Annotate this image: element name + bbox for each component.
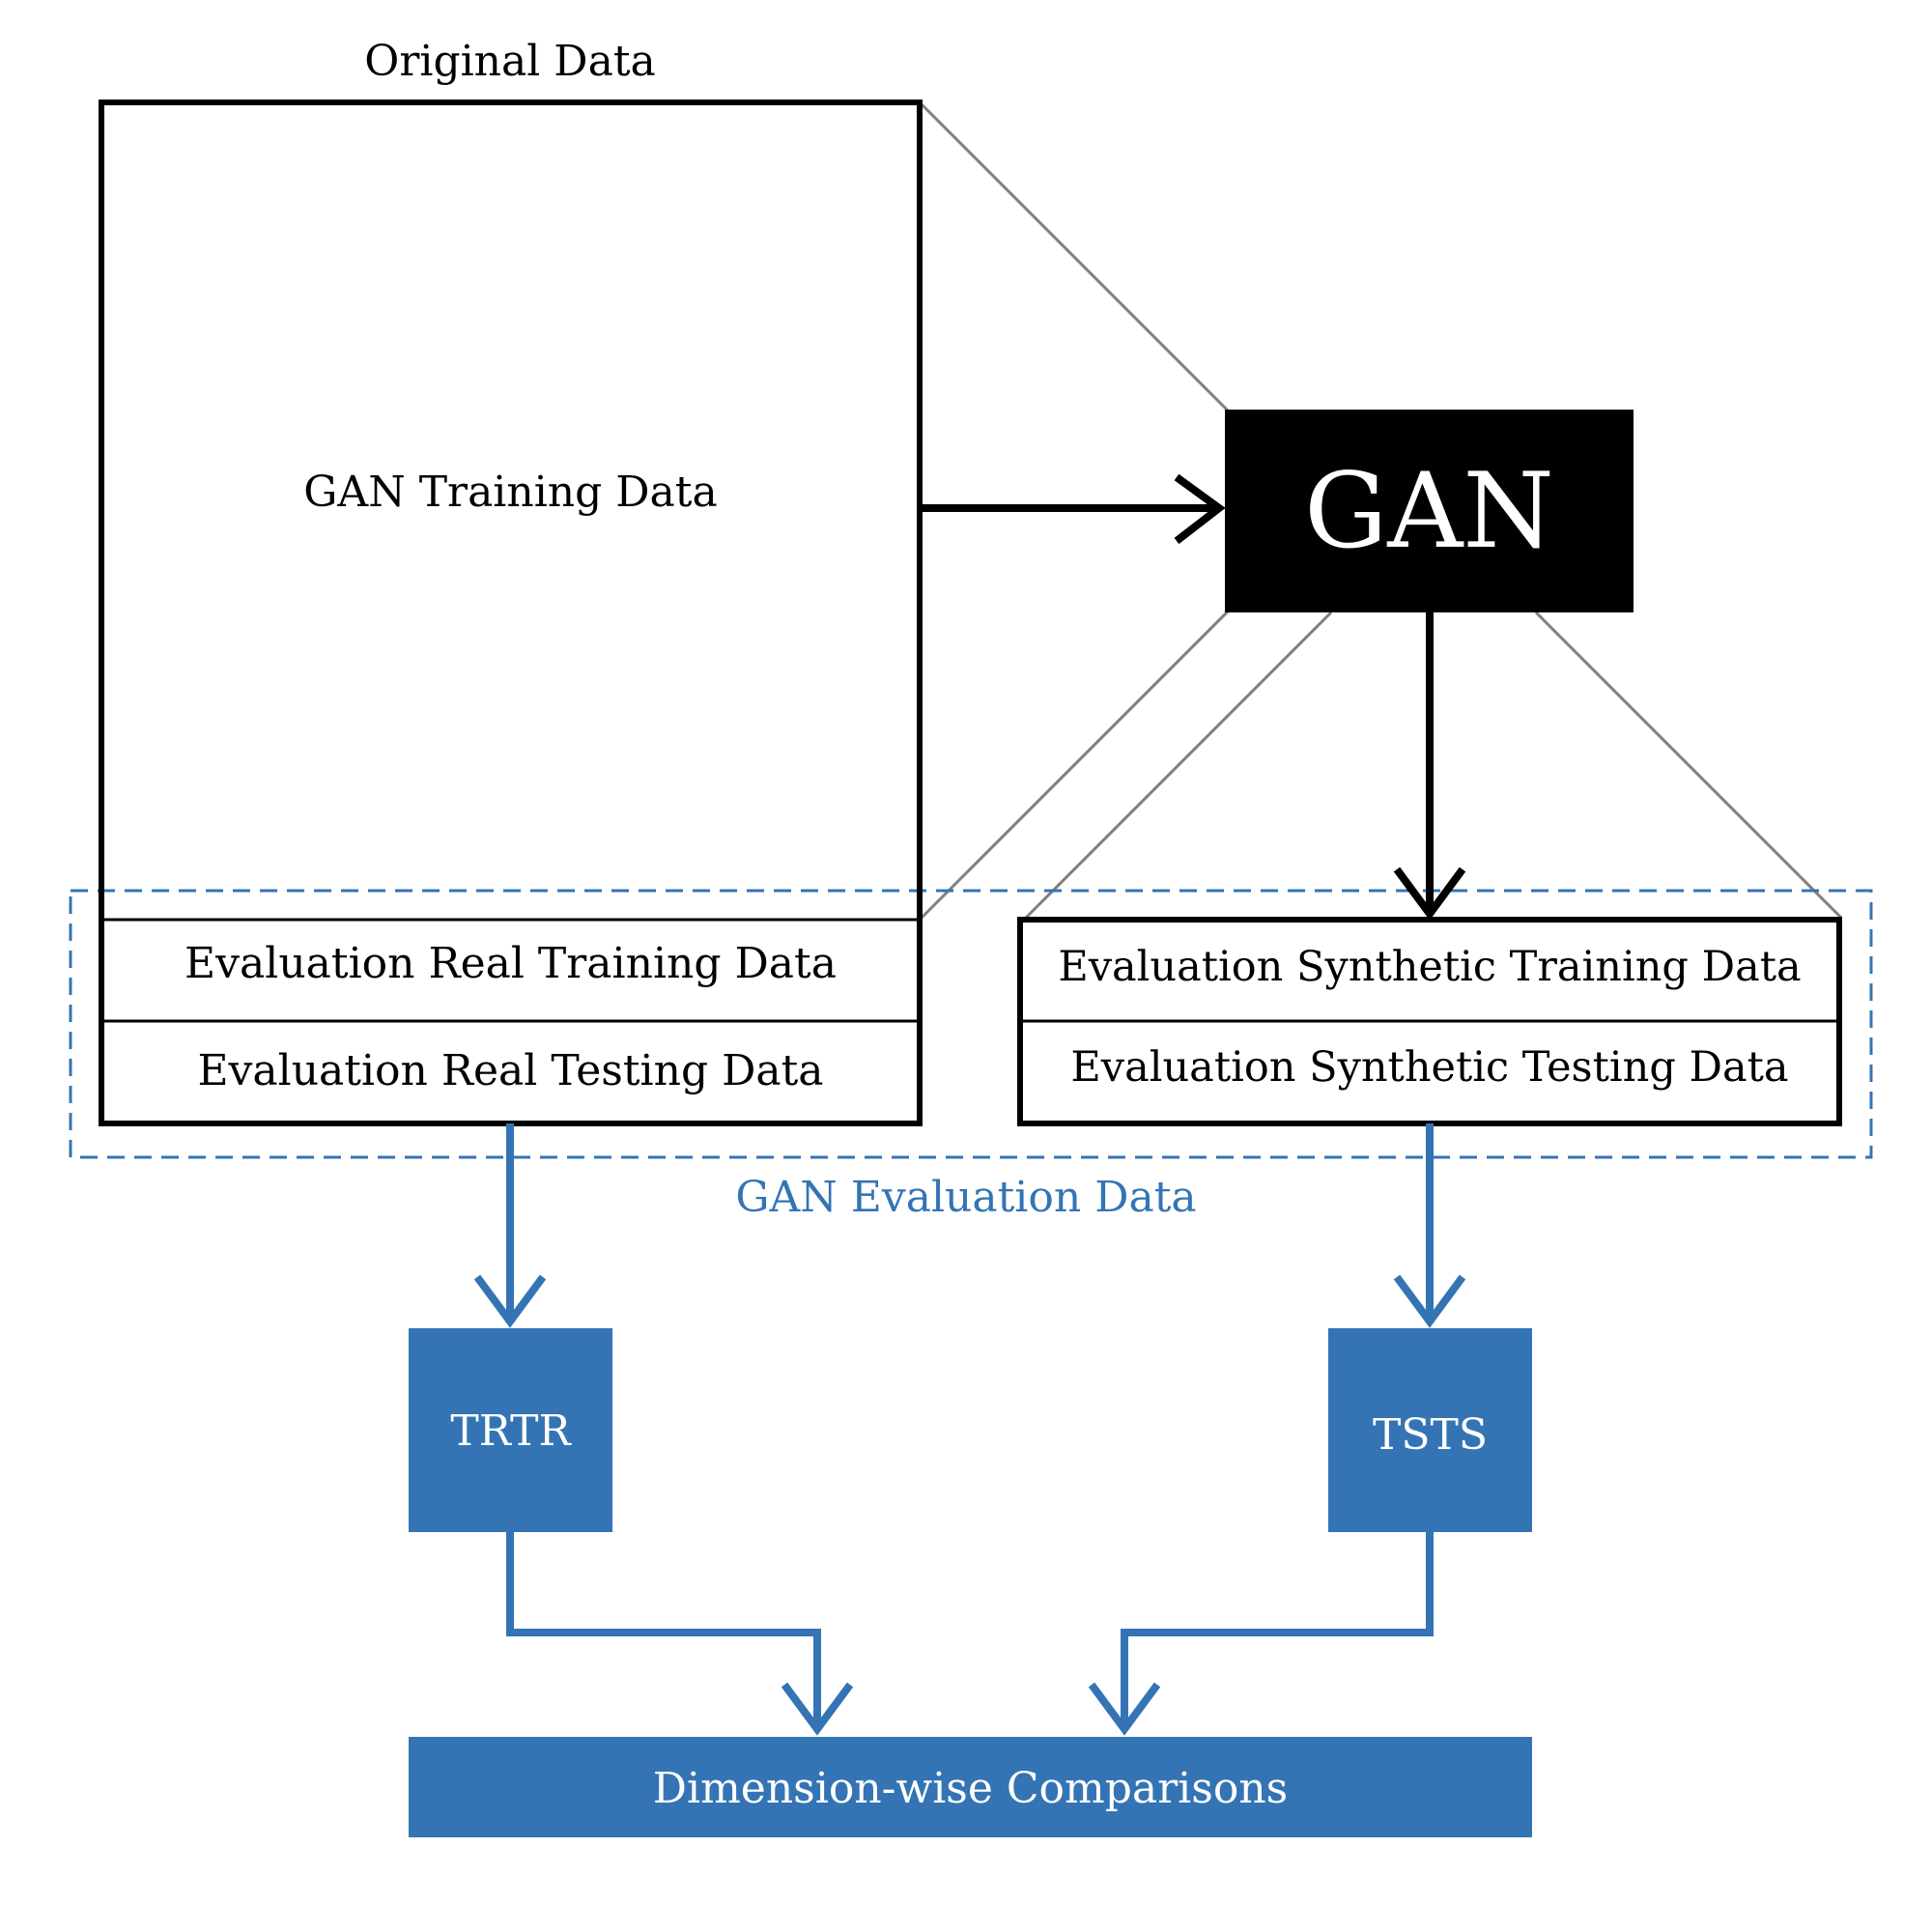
comparisons-box xyxy=(409,1737,1532,1837)
original-data-title: Original Data xyxy=(364,37,656,86)
gan-box xyxy=(1225,410,1634,612)
gan-training-data-label: GAN Training Data xyxy=(303,468,718,517)
connector-line-top xyxy=(918,100,1231,413)
connector-line-synth-left xyxy=(1022,611,1333,922)
connector-line-synth-right xyxy=(1534,611,1843,920)
gan-evaluation-data-label: GAN Evaluation Data xyxy=(735,1173,1197,1222)
gan-evaluation-region xyxy=(69,889,1873,1159)
arrow-head-tsts-comparisons xyxy=(1088,1682,1161,1736)
arrow-tsts-to-comparisons xyxy=(1121,1532,1434,1729)
gan-label: GAN xyxy=(1304,451,1554,572)
arrow-head-to-tsts xyxy=(1393,1274,1466,1328)
dimension-wise-comparisons-label: Dimension-wise Comparisons xyxy=(652,1764,1289,1813)
eval-synth-testing-label: Evaluation Synthetic Testing Data xyxy=(1070,1043,1789,1092)
arrow-trtr-to-comparisons xyxy=(506,1532,821,1729)
connector-line-bottom xyxy=(918,609,1231,922)
arrow-head-to-synthetic xyxy=(1393,867,1466,921)
trtr-label: TRTR xyxy=(450,1406,571,1456)
tsts-box xyxy=(1328,1328,1532,1532)
eval-real-testing-label: Evaluation Real Testing Data xyxy=(197,1046,824,1095)
arrow-head-to-trtr xyxy=(473,1274,547,1328)
trtr-box xyxy=(409,1328,612,1532)
eval-synth-training-label: Evaluation Synthetic Training Data xyxy=(1058,943,1802,991)
eval-real-training-label: Evaluation Real Training Data xyxy=(185,939,837,988)
tsts-label: TSTS xyxy=(1373,1410,1488,1460)
arrow-head-to-gan xyxy=(1174,473,1226,545)
arrow-head-trtr-comparisons xyxy=(781,1682,854,1736)
